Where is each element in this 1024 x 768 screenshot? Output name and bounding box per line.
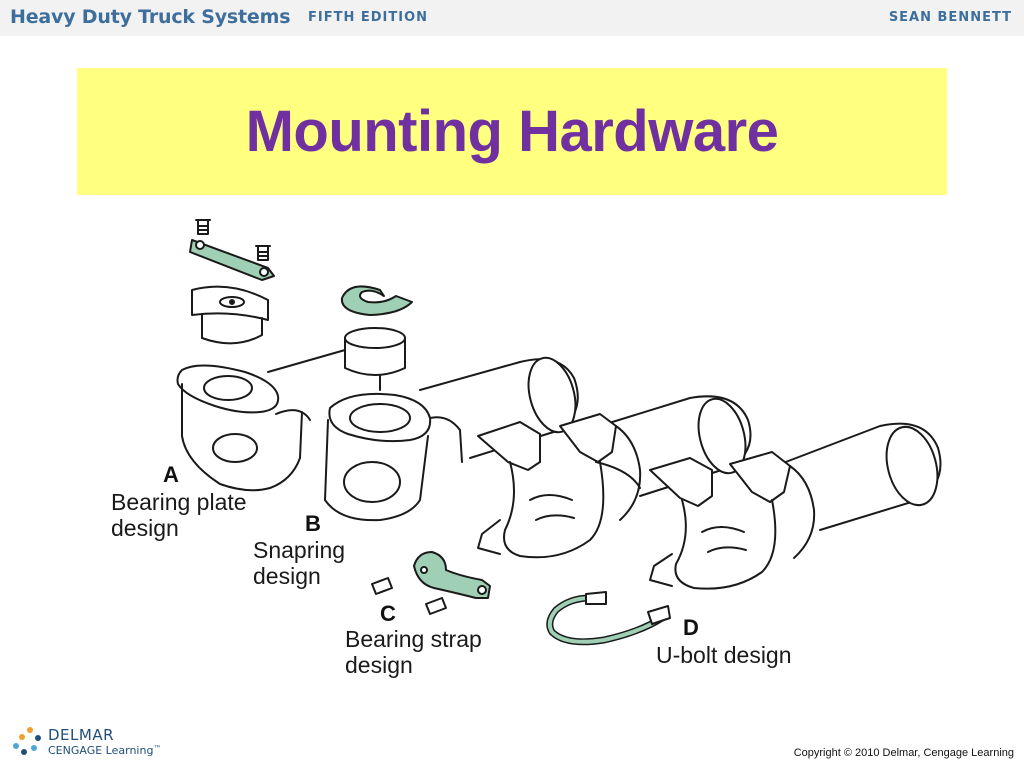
yoke-b [324,392,463,522]
end-yoke-c [477,413,642,559]
bearing-strap-c [413,551,491,599]
bolt-c-left [371,577,393,595]
label-a-letter: A [163,462,179,487]
shaft-tube-3 [769,422,942,531]
shaft-tube-1 [419,356,579,459]
screw-top-left [195,219,211,235]
yoke-a [176,364,311,492]
copyright-notice: Copyright © 2010 Delmar, Cengage Learnin… [793,747,1014,759]
book-title: Heavy Duty Truck Systems [10,6,291,28]
label-a-line2: design [111,515,179,541]
label-c-line1: Bearing strap [345,626,482,652]
delmar-logo-icon [13,727,41,755]
label-d-letter: D [683,615,699,640]
author-name: SEAN BENNETT [888,10,1012,25]
logo-text-cengage: CENGAGE Learning™ [48,744,162,757]
edition-label: FIFTH EDITION [308,10,429,25]
bearing-cup-b [344,327,406,376]
title-box: Mounting Hardware [77,68,947,195]
mounting-hardware-illustration [176,219,942,646]
leader-line-cup [267,349,346,373]
label-b-letter: B [305,511,321,536]
end-yoke-d [649,451,816,590]
label-b-line2: design [253,563,321,589]
bearing-cap-a [191,285,269,345]
slide-title: Mounting Hardware [245,99,779,164]
label-a-line1: Bearing plate [111,489,247,515]
shaft-tube-2 [579,395,752,497]
u-bolt-d [546,591,671,646]
label-c-line2: design [345,652,413,678]
header-band [0,0,1024,36]
label-b-line1: Snapring [253,537,346,563]
snapring [340,285,413,316]
bolt-c-right [425,597,447,615]
label-c-letter: C [380,601,396,626]
label-d-line1: U-bolt design [656,642,792,668]
logo-text-delmar: DELMAR [48,726,115,744]
screw-top-right [255,245,271,261]
bearing-plate-strap [189,239,275,281]
